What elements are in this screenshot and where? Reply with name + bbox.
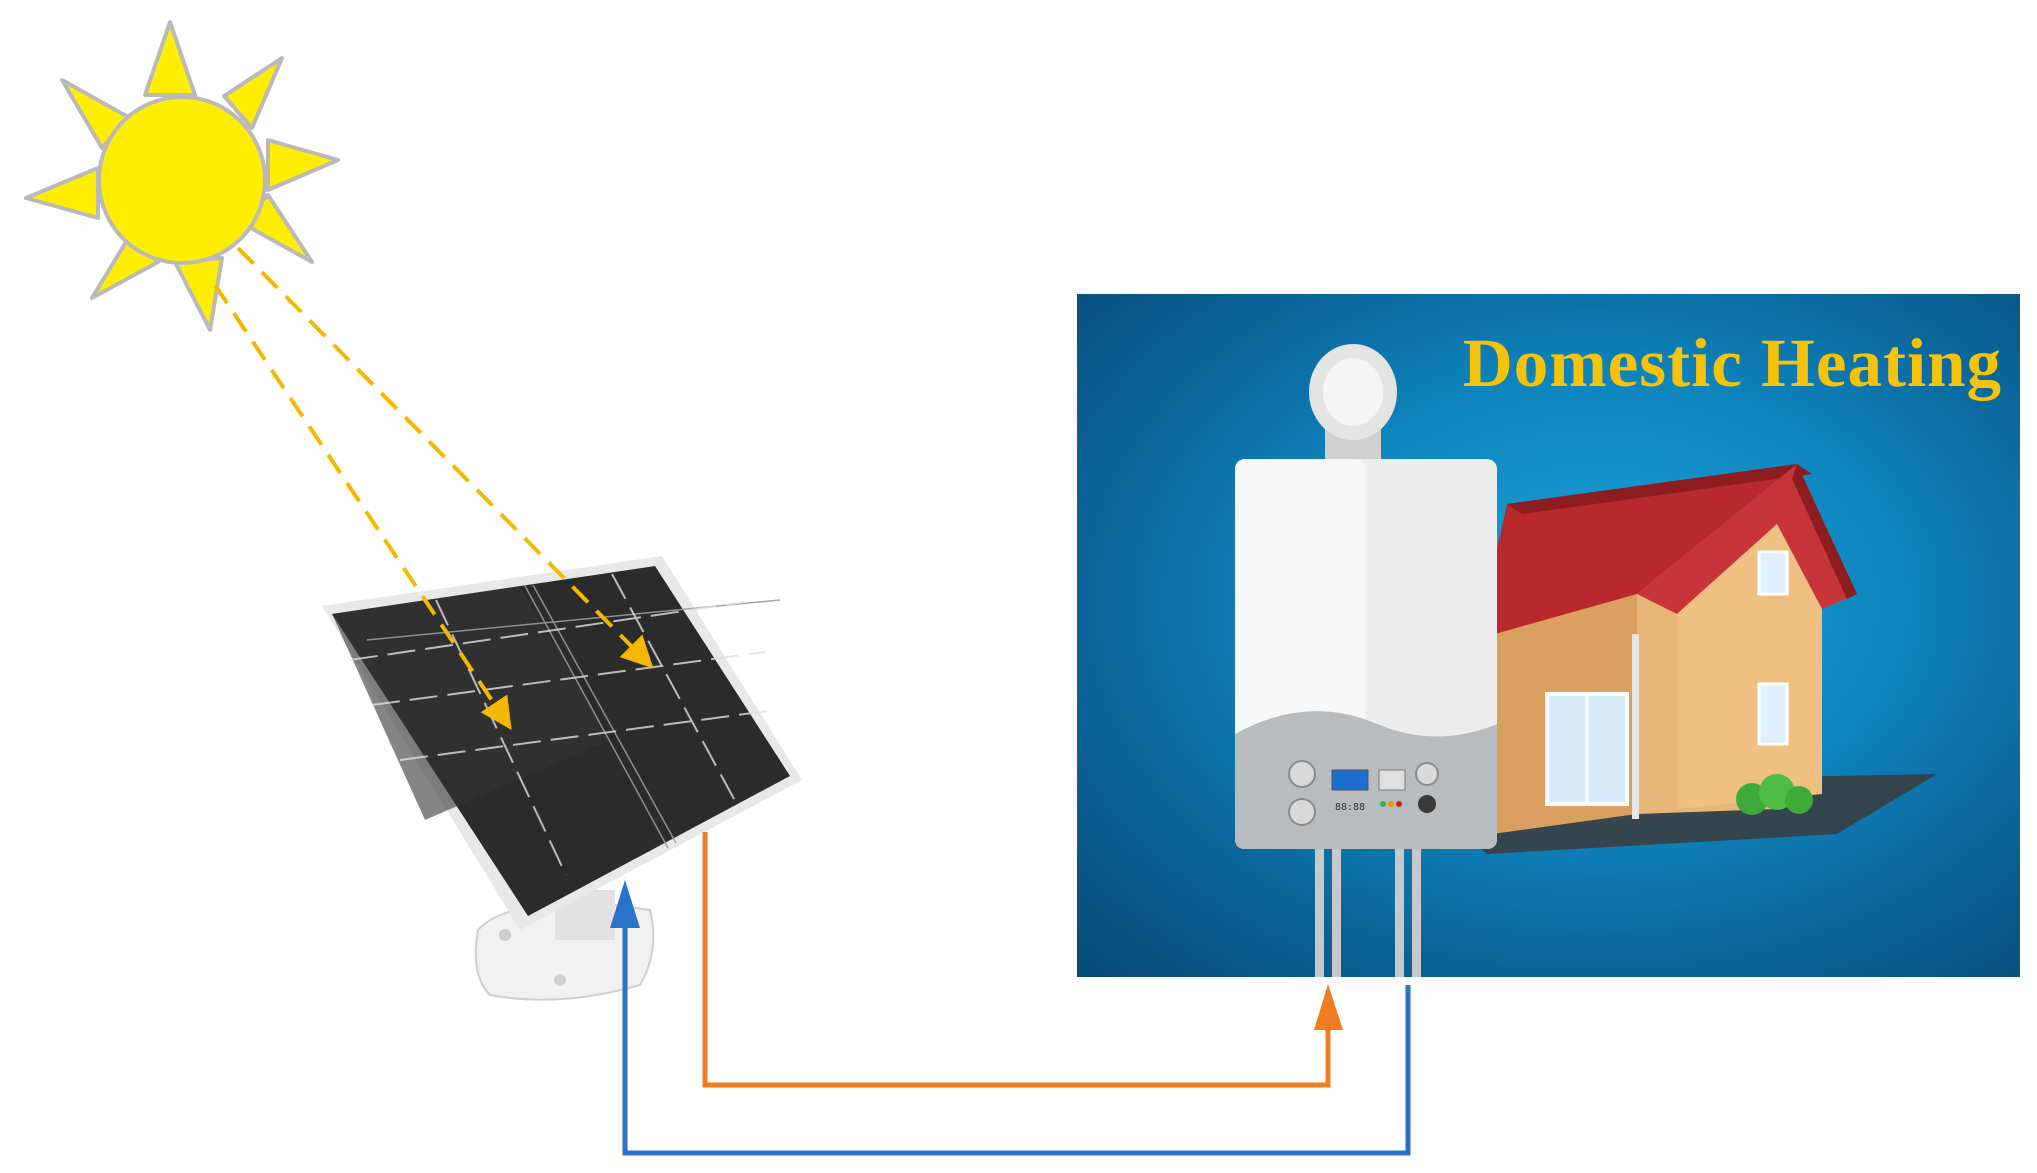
domestic-heating-title: Domestic Heating (1462, 325, 2002, 401)
solar-ray-arrow (236, 246, 654, 669)
solar-panel-icon (322, 556, 802, 1001)
boiler-icon: 88:88 (1235, 344, 1497, 977)
solar-radiation-arrows (213, 246, 654, 730)
house-icon (1407, 464, 1937, 854)
domestic-heating-panel: 88:88 Domestic Heating (1077, 294, 2020, 977)
cold-water-return-line (610, 880, 1411, 1156)
hot-water-flow-line (702, 832, 1343, 1088)
sun-icon (24, 20, 340, 332)
solar-ray-arrow (213, 283, 512, 730)
boiler-display-readout: 88:88 (1335, 802, 1365, 813)
